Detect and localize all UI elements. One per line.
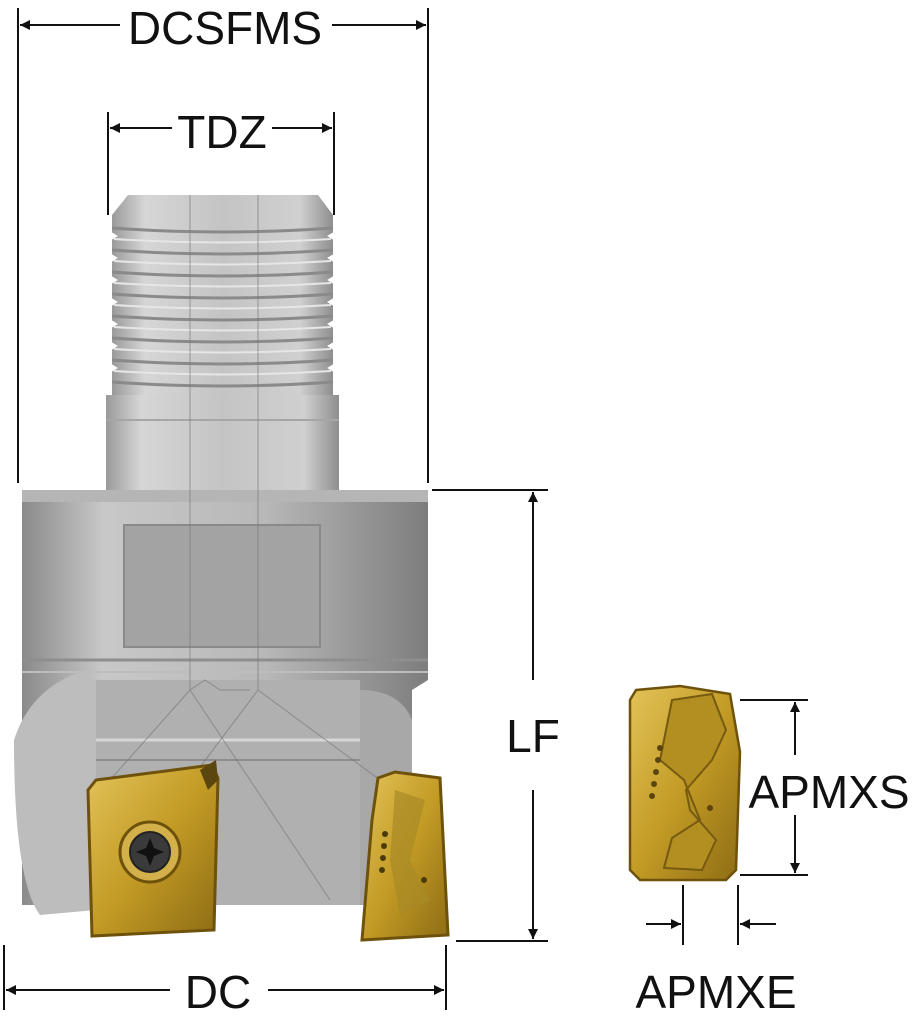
insert-detail-dots [649, 745, 663, 799]
label-apmxe: APMXE [635, 966, 796, 1018]
insert-detail [628, 684, 742, 882]
threaded-shank [108, 195, 337, 395]
torx-screw [129, 831, 171, 873]
shank-neck [106, 395, 339, 490]
insert-front [86, 760, 220, 938]
label-tdz: TDZ [177, 106, 266, 158]
label-dcsfms: DCSFMS [128, 2, 322, 54]
flat-face [123, 524, 321, 648]
label-apmxs: APMXS [748, 766, 909, 818]
cutter-body [14, 195, 428, 915]
label-dc: DC [185, 966, 251, 1018]
insert-dots [379, 831, 388, 873]
label-lf: LF [506, 710, 560, 762]
insert-side [360, 770, 450, 942]
dimension-lines [3, 8, 808, 1010]
thread-grooves [111, 226, 334, 388]
flute-left [14, 672, 96, 915]
